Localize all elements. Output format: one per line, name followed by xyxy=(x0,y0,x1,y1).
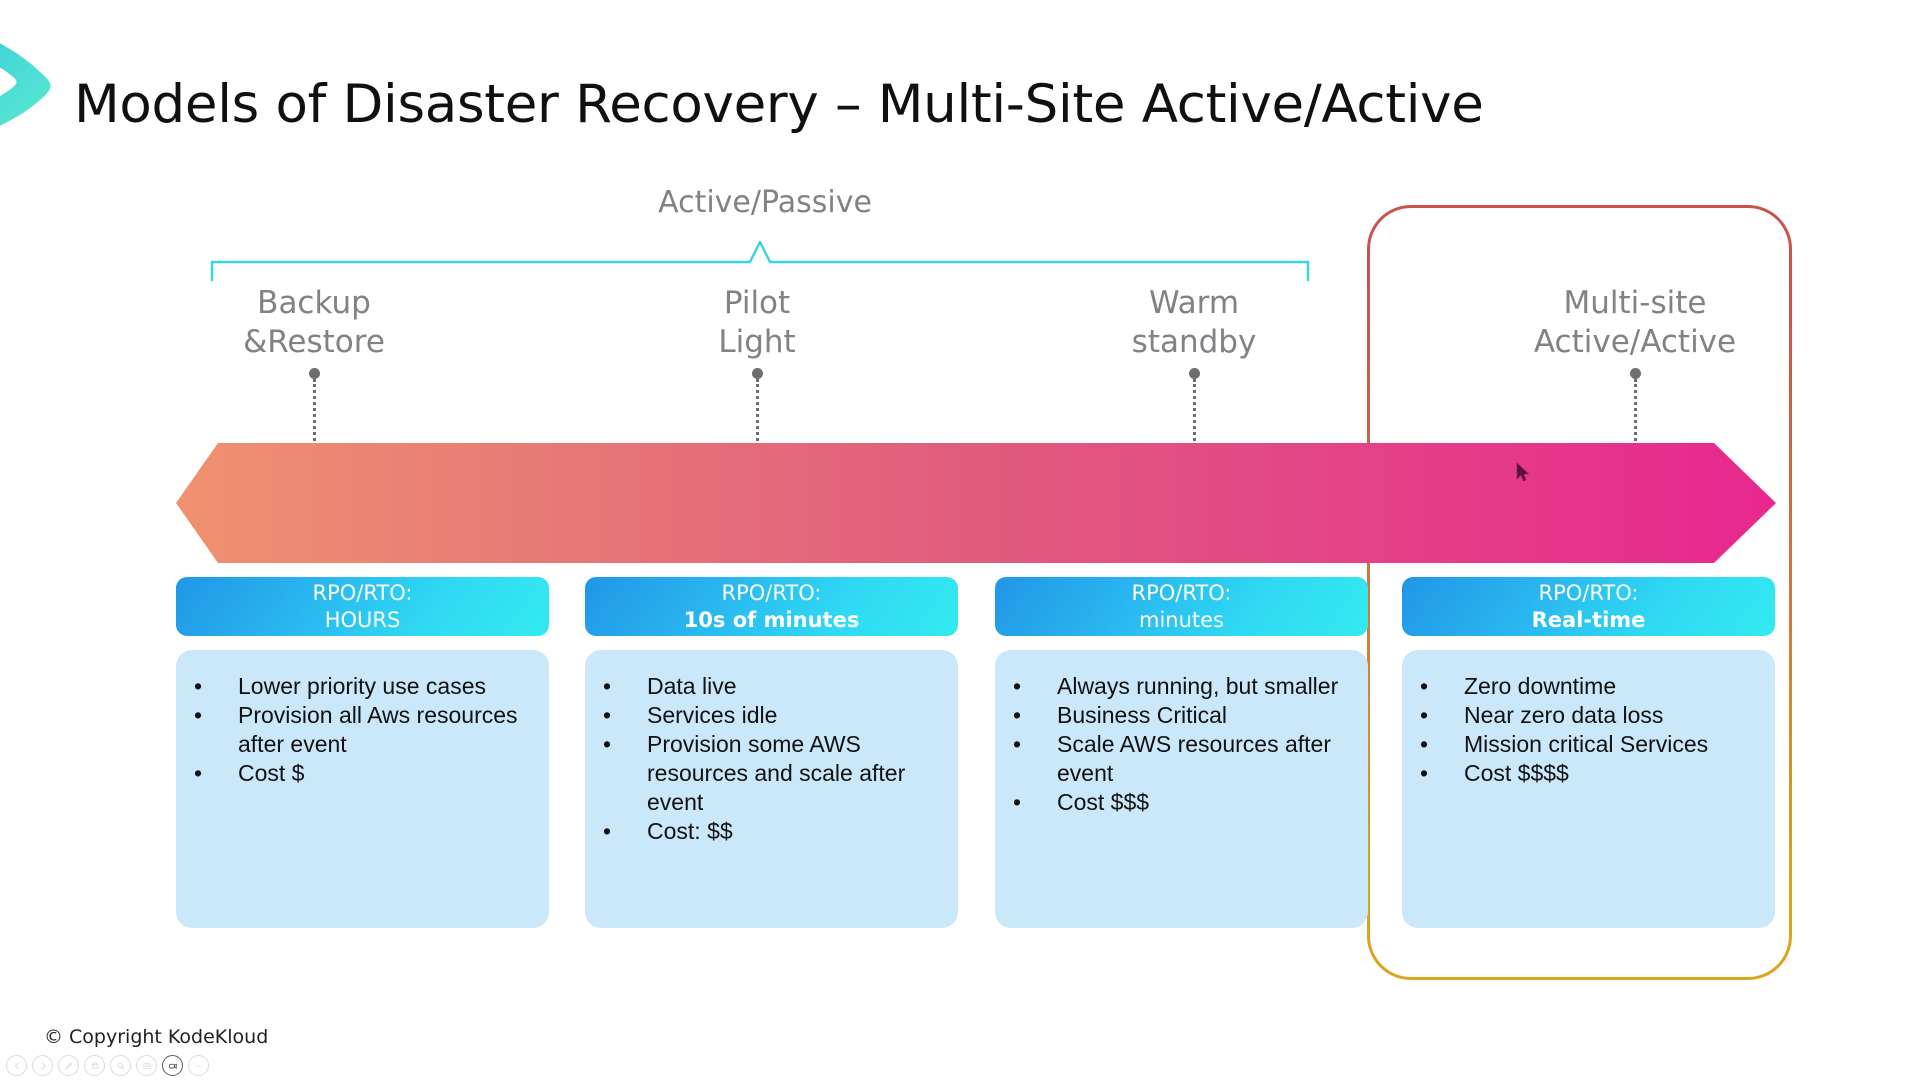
column-multi-site-active-active: RPO/RTO: Real-time • Zero downtime • Nea… xyxy=(1402,577,1775,928)
bullet-glyph: • xyxy=(1420,760,1429,786)
stage-dot-icon xyxy=(308,368,320,379)
page-title: Models of Disaster Recovery – Multi-Site… xyxy=(74,74,1484,135)
previous-slide-icon[interactable] xyxy=(6,1055,27,1076)
stage-label: Warm standby xyxy=(1131,285,1257,360)
active-passive-label: Active/Passive xyxy=(658,185,872,220)
list-item: • Always running, but smaller xyxy=(1013,672,1354,701)
bullet-glyph: • xyxy=(603,673,612,699)
list-item-text: Business Critical xyxy=(1057,702,1227,728)
rpo-rto-label: RPO/RTO: xyxy=(721,580,822,605)
stage-leader-line xyxy=(1192,379,1196,441)
active-passive-brace xyxy=(210,240,1310,282)
bullet-glyph: • xyxy=(194,702,203,728)
pen-icon[interactable] xyxy=(58,1055,79,1076)
list-item: • Business Critical xyxy=(1013,701,1354,730)
camera-video-icon[interactable] xyxy=(162,1055,183,1076)
rpo-rto-header: RPO/RTO: Real-time xyxy=(1402,577,1775,636)
kodekloud-chevron-logo xyxy=(0,14,64,149)
list-item: • Cost $$$ xyxy=(1013,788,1354,817)
rpo-rto-value: Real-time xyxy=(1531,607,1646,632)
stage-leader-line xyxy=(755,379,759,441)
column-backup-restore: RPO/RTO: HOURS • Lower priority use case… xyxy=(176,577,549,928)
bullet-glyph: • xyxy=(1013,702,1022,728)
stage-label: Multi-site Active/Active xyxy=(1533,285,1737,360)
list-item-text: Provision some AWS resources and scale a… xyxy=(647,731,906,815)
stage-leader-line xyxy=(312,379,316,441)
list-item-text: Zero downtime xyxy=(1464,673,1617,699)
list-item: • Cost: $$ xyxy=(603,817,944,846)
bullet-card: • Data live • Services idle • Provision … xyxy=(585,650,958,928)
list-item-text: Data live xyxy=(647,673,737,699)
stage-pilot-light[interactable]: Pilot Light xyxy=(607,284,907,441)
stage-multi-site-active-active[interactable]: Multi-site Active/Active xyxy=(1485,284,1785,441)
stage-dot-icon xyxy=(1188,368,1200,379)
list-item: • Services idle xyxy=(603,701,944,730)
stage-backup-restore[interactable]: Backup &Restore xyxy=(164,284,464,441)
column-pilot-light: RPO/RTO: 10s of minutes • Data live • Se… xyxy=(585,577,958,928)
list-item-text: Provision all Aws resources after event xyxy=(238,702,518,757)
mouse-cursor xyxy=(1516,462,1530,482)
rpo-rto-label: RPO/RTO: xyxy=(1131,580,1232,605)
rpo-rto-value: 10s of minutes xyxy=(683,607,860,632)
list-item-text: Mission critical Services xyxy=(1464,731,1709,757)
rpo-rto-header: RPO/RTO: HOURS xyxy=(176,577,549,636)
list-item-text: Always running, but smaller xyxy=(1057,673,1339,699)
list-item: • Scale AWS resources after event xyxy=(1013,730,1354,788)
presentation-toolbar xyxy=(6,1055,209,1076)
list-item: • Cost $ xyxy=(194,759,535,788)
stage-label: Pilot Light xyxy=(718,285,796,360)
footer-copyright: © Copyright KodeKloud xyxy=(44,1026,269,1048)
list-item: • Near zero data loss xyxy=(1420,701,1761,730)
bullet-glyph: • xyxy=(1420,673,1429,699)
list-item: • Cost $$$$ xyxy=(1420,759,1761,788)
bullet-card: • Zero downtime • Near zero data loss • … xyxy=(1402,650,1775,928)
bullet-glyph: • xyxy=(603,702,612,728)
bullet-glyph: • xyxy=(603,731,612,757)
bullet-card: • Lower priority use cases • Provision a… xyxy=(176,650,549,928)
list-item: • Mission critical Services xyxy=(1420,730,1761,759)
column-warm-standby: RPO/RTO: minutes • Always running, but s… xyxy=(995,577,1368,928)
next-slide-icon[interactable] xyxy=(32,1055,53,1076)
list-item-text: Cost: $$ xyxy=(647,818,733,844)
bullet-glyph: • xyxy=(1420,702,1429,728)
stage-dot-icon xyxy=(751,368,763,379)
bullet-glyph: • xyxy=(1013,731,1022,757)
rpo-rto-header: RPO/RTO: 10s of minutes xyxy=(585,577,958,636)
bullet-glyph: • xyxy=(194,673,203,699)
list-item-text: Cost $$$$ xyxy=(1464,760,1569,786)
stage-label: Backup &Restore xyxy=(243,285,385,360)
rpo-rto-label: RPO/RTO: xyxy=(312,580,413,605)
slide-menu-icon[interactable] xyxy=(136,1055,157,1076)
list-item: • Provision some AWS resources and scale… xyxy=(603,730,944,817)
list-item: • Lower priority use cases xyxy=(194,672,535,701)
bullet-glyph: • xyxy=(194,760,203,786)
zoom-magnifier-icon[interactable] xyxy=(110,1055,131,1076)
list-item-text: Scale AWS resources after event xyxy=(1057,731,1331,786)
maturity-gradient-arrow xyxy=(176,443,1776,563)
printer-icon[interactable] xyxy=(84,1055,105,1076)
more-options-icon[interactable] xyxy=(188,1055,209,1076)
rpo-rto-value: HOURS xyxy=(324,607,401,632)
list-item-text: Services idle xyxy=(647,702,778,728)
bullet-glyph: • xyxy=(603,818,612,844)
list-item: • Provision all Aws resources after even… xyxy=(194,701,535,759)
stage-dot-icon xyxy=(1629,368,1641,379)
list-item-text: Near zero data loss xyxy=(1464,702,1664,728)
stage-warm-standby[interactable]: Warm standby xyxy=(1044,284,1344,441)
rpo-rto-value: minutes xyxy=(1138,607,1224,632)
rpo-rto-label: RPO/RTO: xyxy=(1538,580,1639,605)
bullet-glyph: • xyxy=(1013,789,1022,815)
list-item: • Zero downtime xyxy=(1420,672,1761,701)
list-item-text: Lower priority use cases xyxy=(238,673,486,699)
stage-leader-line xyxy=(1633,379,1637,441)
bullet-card: • Always running, but smaller • Business… xyxy=(995,650,1368,928)
list-item-text: Cost $ xyxy=(238,760,305,786)
list-item: • Data live xyxy=(603,672,944,701)
bullet-glyph: • xyxy=(1420,731,1429,757)
rpo-rto-header: RPO/RTO: minutes xyxy=(995,577,1368,636)
list-item-text: Cost $$$ xyxy=(1057,789,1150,815)
bullet-glyph: • xyxy=(1013,673,1022,699)
